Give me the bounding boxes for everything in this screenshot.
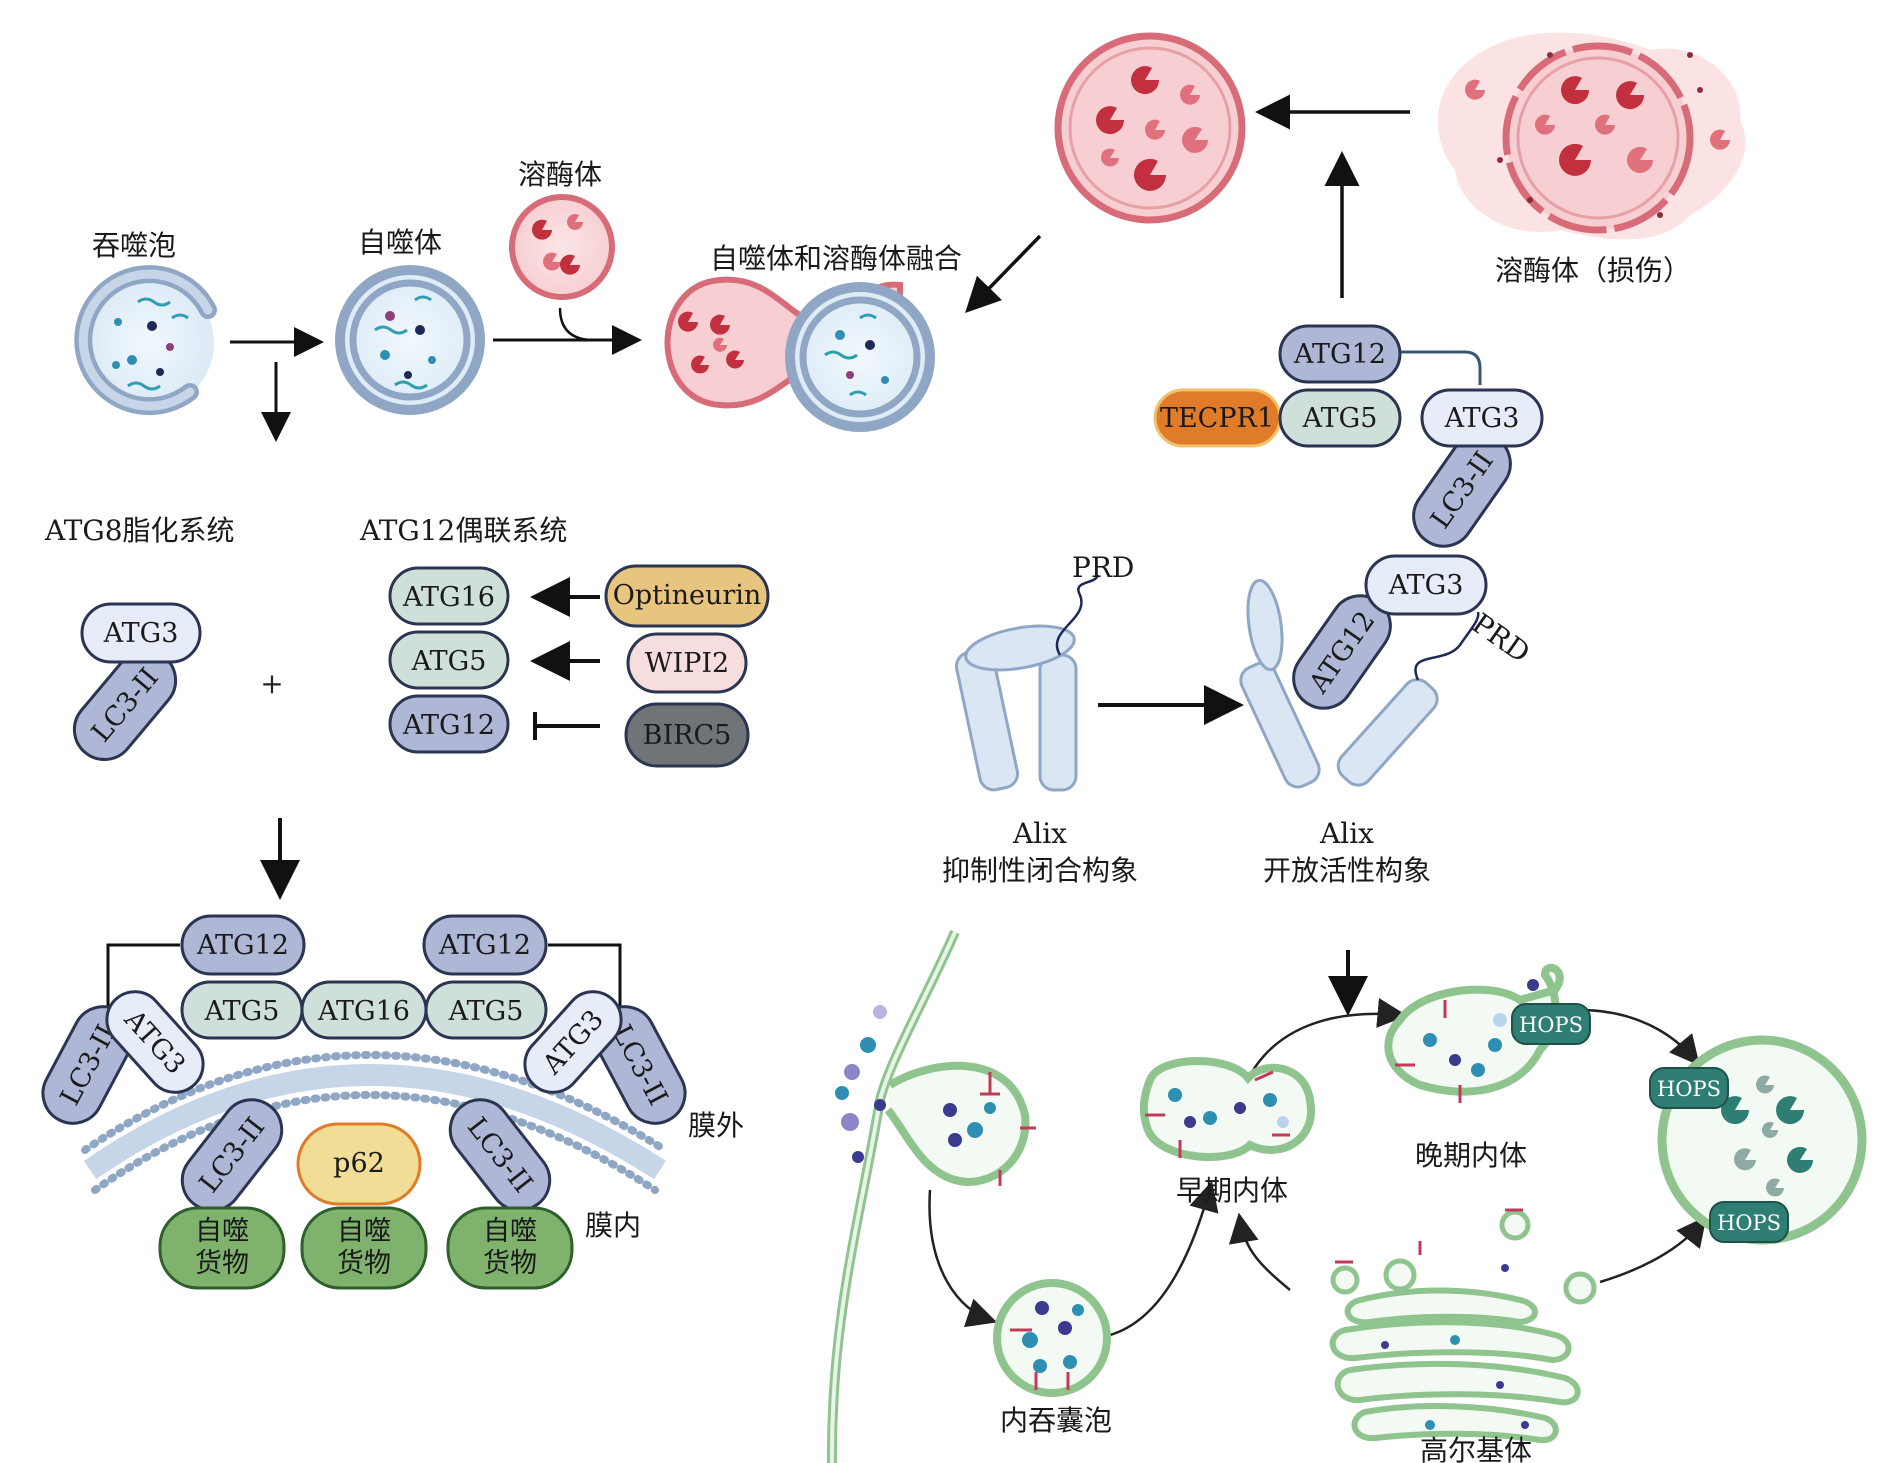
membrane-complex: ATG12 ATG12 ATG5 ATG16 ATG5 LC3-II ATG3 … bbox=[41, 914, 744, 1290]
hops-lysosome-bottom-label: HOPS bbox=[1717, 1211, 1781, 1235]
damaged-lysosome-label: 溶酶体（损伤） bbox=[1495, 254, 1691, 287]
endocytic-vesicle-label: 内吞囊泡 bbox=[1000, 1404, 1112, 1437]
alix-atg3-label: ATG3 bbox=[1388, 570, 1464, 601]
mem-atg12-right-label: ATG12 bbox=[438, 930, 531, 961]
mem-atg5-left-label: ATG5 bbox=[204, 996, 280, 1027]
phagophore bbox=[74, 265, 217, 415]
inner-membrane-label: 膜内 bbox=[585, 1209, 641, 1242]
outer-membrane-label: 膜外 bbox=[688, 1109, 744, 1142]
prd-closed-label: PRD bbox=[1072, 551, 1134, 584]
autophagosome-label: 自噬体 bbox=[358, 226, 442, 259]
atg8-atg3-label: ATG3 bbox=[103, 618, 179, 649]
wipi2-label: WIPI2 bbox=[645, 648, 729, 679]
lysosome-label: 溶酶体 bbox=[518, 158, 602, 191]
tecpr1-label: TECPR1 bbox=[1160, 403, 1274, 434]
stack-atg12-label: ATG12 bbox=[402, 710, 495, 741]
cargo-left: 自噬 货物 bbox=[158, 1206, 286, 1290]
repair-atg12-label: ATG12 bbox=[1293, 339, 1386, 370]
damaged-lysosome bbox=[1437, 32, 1746, 240]
optineurin-label: Optineurin bbox=[613, 580, 762, 611]
alix-open-desc: 开放活性构象 bbox=[1263, 854, 1431, 887]
endosomal-pathway: HOPS HOPS HOPS bbox=[826, 929, 1867, 1463]
plus-sign: + bbox=[260, 667, 283, 700]
mem-atg5-right-label: ATG5 bbox=[448, 996, 524, 1027]
stack-atg5-label: ATG5 bbox=[411, 646, 487, 677]
cargo-middle: 自噬 货物 bbox=[300, 1206, 428, 1290]
cargo-right-line2: 货物 bbox=[483, 1248, 537, 1279]
fusion-label: 自噬体和溶酶体融合 bbox=[710, 242, 962, 275]
regulators: Optineurin WIPI2 BIRC5 bbox=[604, 564, 770, 768]
atg12-system-label: ATG12偶联系统 bbox=[359, 514, 567, 547]
repair-complex: ATG12 TECPR1 ATG5 LC3-II ATG3 bbox=[1153, 324, 1544, 548]
cargo-left-line1: 自噬 bbox=[195, 1216, 249, 1247]
alix-open: ATG12 ATG3 PRD bbox=[1239, 554, 1536, 789]
autophagosome bbox=[335, 265, 485, 415]
repaired-lysosome bbox=[1054, 32, 1246, 224]
fusion-vesicle bbox=[664, 276, 935, 432]
repair-atg3-label: ATG3 bbox=[1444, 403, 1520, 434]
mem-atg16-label: ATG16 bbox=[317, 996, 410, 1027]
hops-late-label: HOPS bbox=[1519, 1013, 1583, 1037]
cargo-middle-line2: 货物 bbox=[337, 1248, 391, 1279]
alix-closed bbox=[954, 574, 1100, 792]
cargo-left-line2: 货物 bbox=[195, 1248, 249, 1279]
stack-atg16-label: ATG16 bbox=[402, 582, 495, 613]
atg8-system-label: ATG8脂化系统 bbox=[44, 514, 235, 547]
phagophore-label: 吞噬泡 bbox=[92, 229, 176, 262]
cargo-right: 自噬 货物 bbox=[446, 1206, 574, 1290]
lysosome bbox=[509, 194, 615, 300]
early-endosome-label: 早期内体 bbox=[1176, 1174, 1288, 1207]
alix-closed-name: Alix bbox=[1012, 817, 1067, 850]
repair-atg5-label: ATG5 bbox=[1302, 403, 1378, 434]
atg8-complex: LC3-II ATG3 bbox=[72, 602, 202, 762]
hops-lysosome-top-label: HOPS bbox=[1657, 1077, 1721, 1101]
alix-closed-desc: 抑制性闭合构象 bbox=[942, 854, 1138, 887]
mem-atg12-left-label: ATG12 bbox=[196, 930, 289, 961]
birc5-label: BIRC5 bbox=[643, 720, 732, 751]
golgi-label: 高尔基体 bbox=[1420, 1434, 1532, 1463]
atg12-conjugation-stack: ATG16 ATG5 ATG12 bbox=[388, 566, 510, 754]
cargo-middle-line1: 自噬 bbox=[337, 1216, 391, 1247]
late-endosome-label: 晚期内体 bbox=[1415, 1139, 1527, 1172]
prd-open-label: PRD bbox=[1466, 607, 1536, 670]
p62-label: p62 bbox=[333, 1148, 385, 1179]
cargo-right-line1: 自噬 bbox=[483, 1216, 537, 1247]
alix-open-name: Alix bbox=[1319, 817, 1374, 850]
